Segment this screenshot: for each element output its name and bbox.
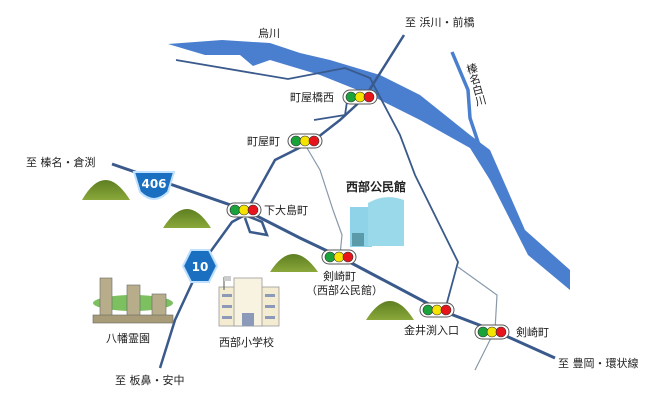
hill <box>270 254 318 272</box>
destination-north: 至 浜川・前橋 <box>405 15 475 29</box>
intersection-label: 剣崎町 <box>323 269 356 283</box>
karasu-river-label: 烏川 <box>258 26 280 40</box>
intersection-label: 金井渕入口 <box>404 323 459 337</box>
intersection-sublabel: （西部公民館） <box>306 283 383 297</box>
community-center-icon <box>350 197 404 247</box>
intersection-label: 町屋橋西 <box>290 90 334 104</box>
traffic-signal-icon <box>226 202 262 218</box>
cemetery-label: 八幡霊園 <box>106 331 150 345</box>
route-10-number: 10 <box>192 260 209 274</box>
traffic-signal-icon <box>287 133 323 149</box>
hill <box>163 209 211 228</box>
harunashirakawa-river <box>450 51 482 149</box>
hill <box>82 180 130 200</box>
intersection-label: 剣崎町 <box>516 325 549 339</box>
destination-south: 至 板鼻・安中 <box>115 373 185 387</box>
intersection-label: 町屋町 <box>247 135 280 148</box>
community-center-label: 西部公民館 <box>346 179 406 194</box>
route-406-shield: 406 <box>132 171 176 200</box>
minor-road <box>175 59 459 311</box>
destination-west: 至 榛名・倉渕 <box>26 155 96 169</box>
minor-road <box>306 147 343 256</box>
destination-east: 至 豊岡・環状線 <box>558 356 639 370</box>
traffic-signal-icon <box>321 249 357 265</box>
route-406-number: 406 <box>141 177 166 191</box>
minor-road <box>457 266 498 371</box>
road-north <box>248 34 406 206</box>
school-icon <box>218 276 280 327</box>
cemetery-icon <box>92 277 174 324</box>
hill <box>366 301 414 320</box>
intersection-label: 下大島町 <box>264 203 308 217</box>
route-10-shield: 10 <box>181 249 219 283</box>
traffic-signal-icon <box>342 89 378 105</box>
traffic-signal-icon <box>419 302 455 318</box>
traffic-signal-icon <box>474 324 510 340</box>
school-label: 西部小学校 <box>219 335 274 349</box>
